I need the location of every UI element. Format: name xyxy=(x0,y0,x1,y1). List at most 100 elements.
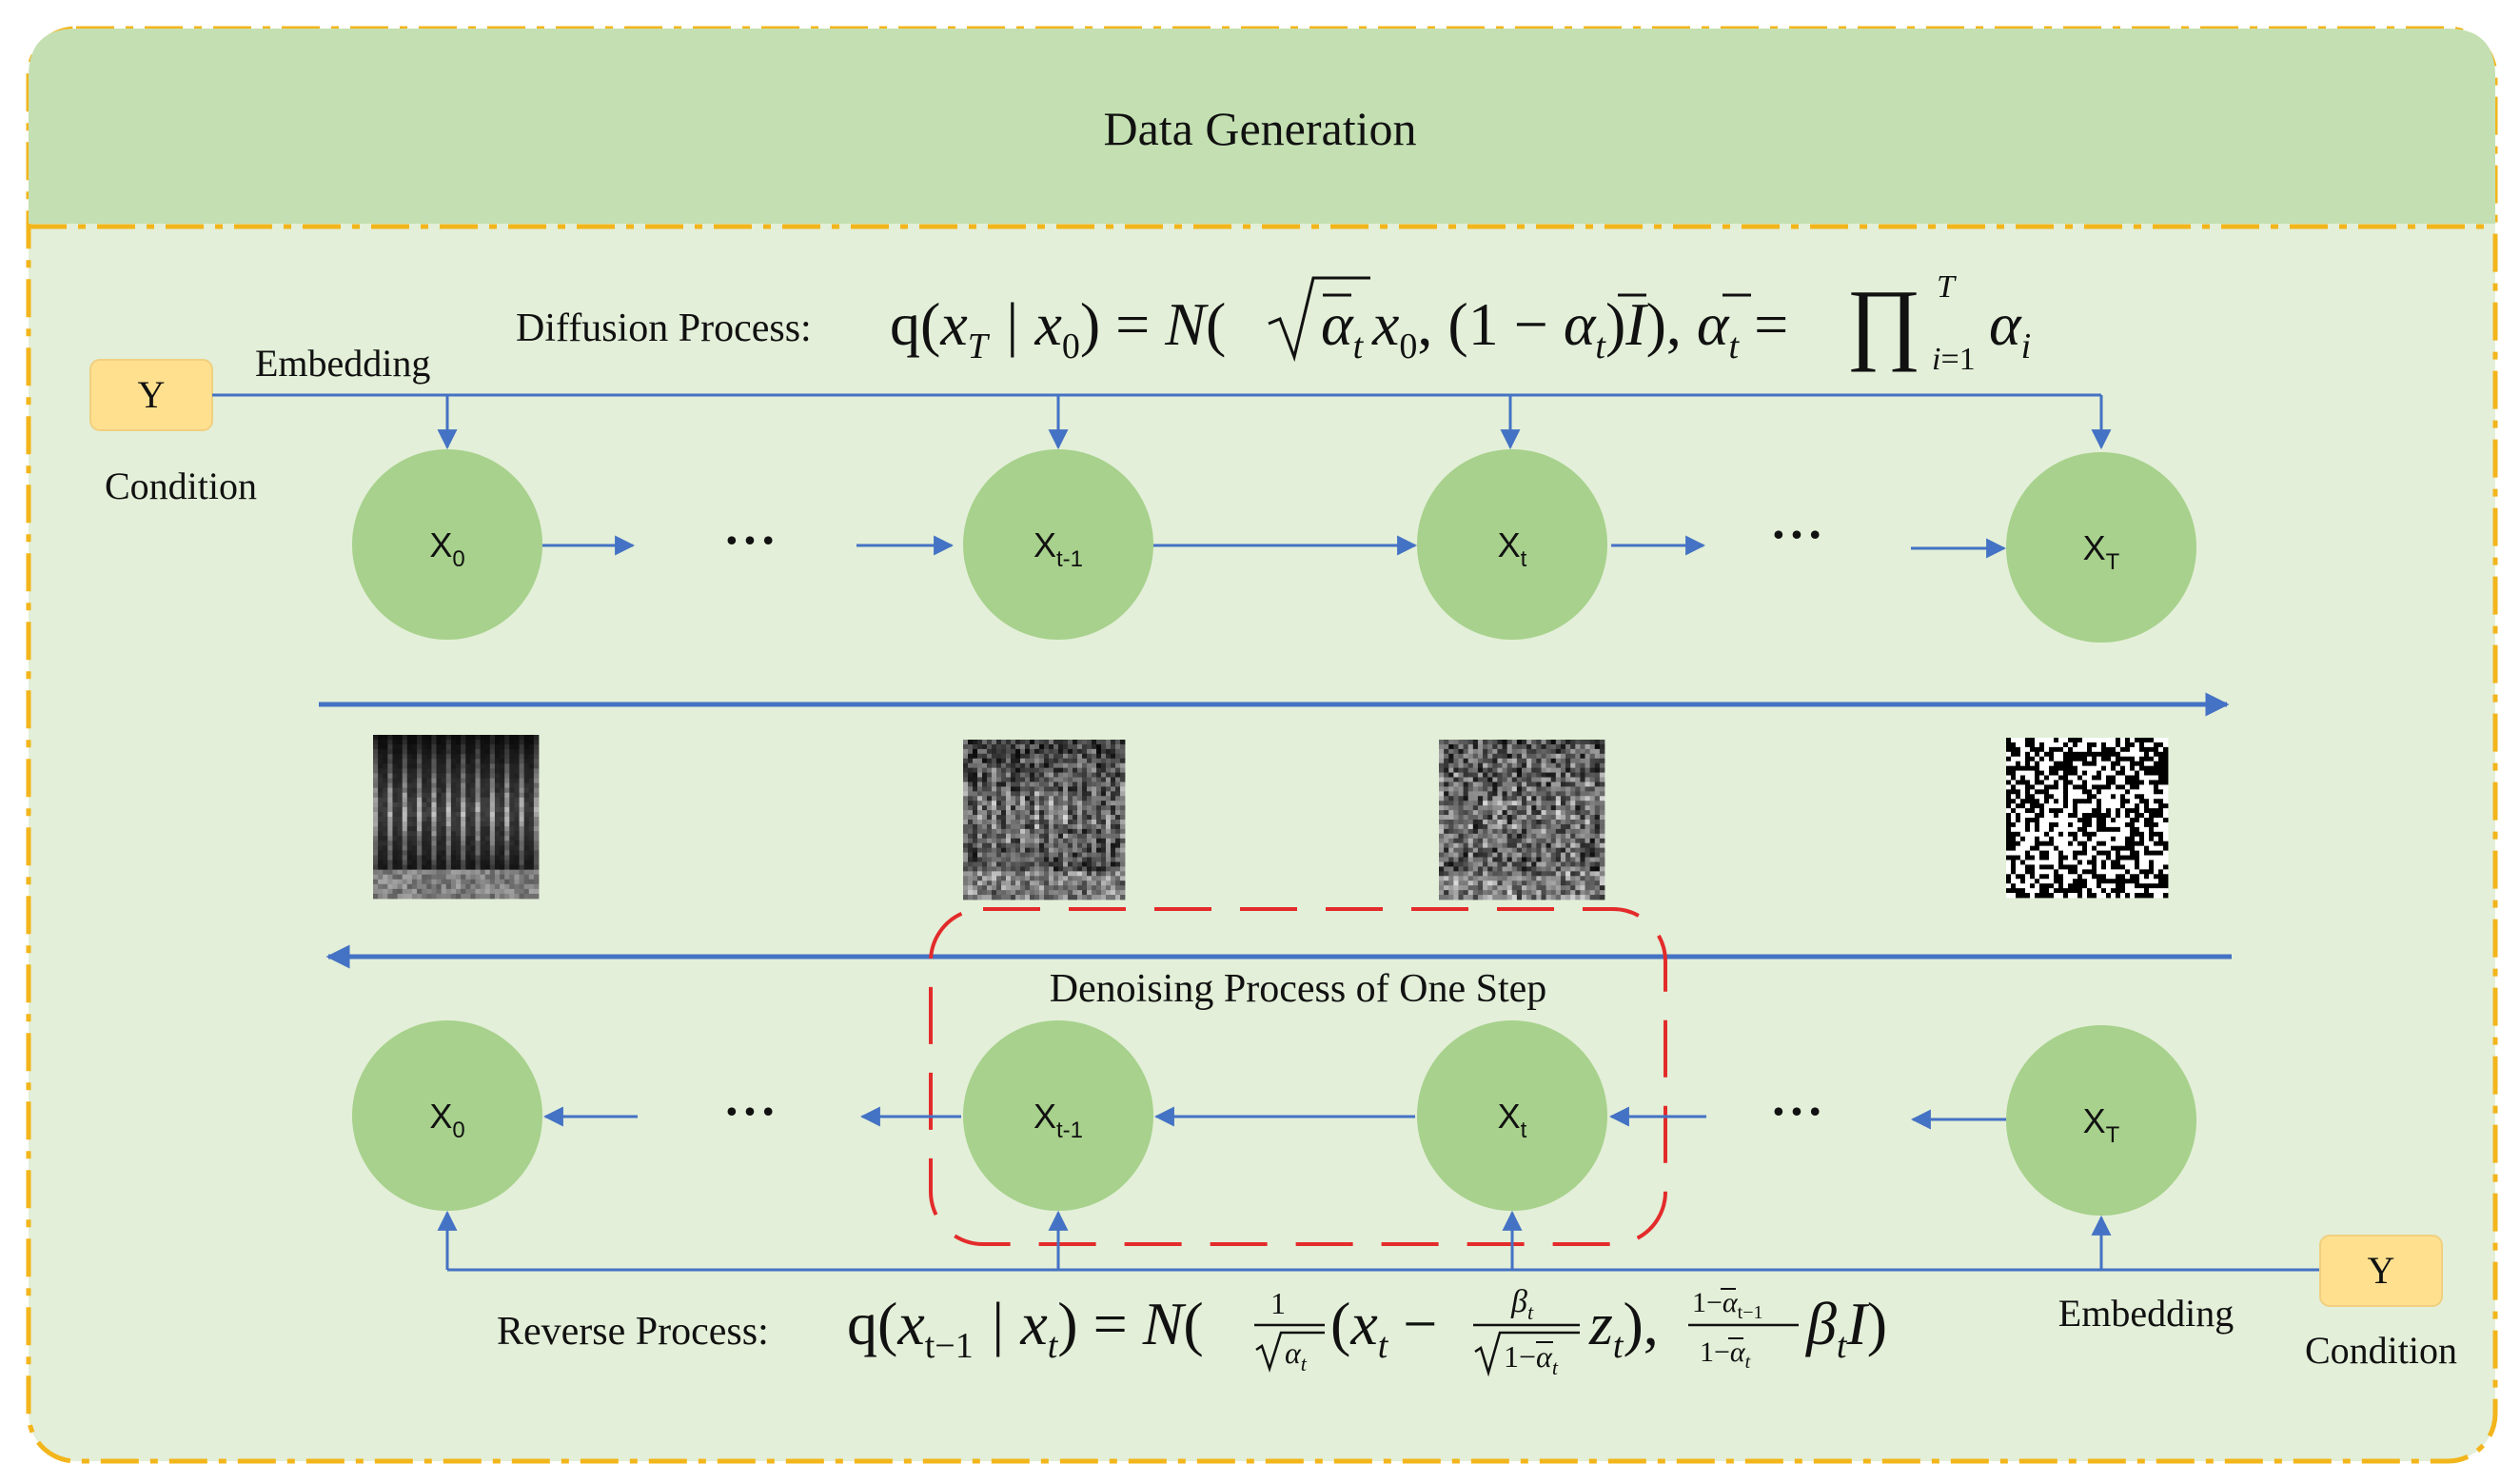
pixel xyxy=(2154,869,2159,875)
pixel xyxy=(2092,869,2097,875)
pixel xyxy=(2097,888,2102,894)
pixel xyxy=(445,826,452,832)
pixel xyxy=(422,821,427,827)
pixel xyxy=(1536,847,1542,853)
pixel xyxy=(1477,782,1484,787)
pixel xyxy=(2006,770,2012,776)
pixel xyxy=(2054,751,2059,758)
pixel xyxy=(2035,869,2040,875)
pixel xyxy=(1025,796,1031,801)
pixel xyxy=(1068,823,1073,830)
pixel xyxy=(1487,743,1493,750)
pixel xyxy=(996,777,1002,782)
pixel xyxy=(1506,876,1513,881)
pixel xyxy=(378,831,384,837)
pixel xyxy=(484,888,491,895)
pixel xyxy=(528,860,535,865)
pixel xyxy=(1483,833,1488,840)
pixel xyxy=(1594,838,1601,844)
pixel xyxy=(1463,842,1469,849)
pixel xyxy=(2016,789,2021,795)
pixel xyxy=(1541,753,1546,760)
pixel xyxy=(504,817,510,822)
pixel xyxy=(504,860,510,865)
pixel xyxy=(397,864,404,871)
pixel xyxy=(1068,777,1073,782)
pixel xyxy=(441,735,447,741)
pixel xyxy=(977,857,983,862)
pixel xyxy=(1570,857,1576,862)
pixel xyxy=(1589,810,1596,816)
pixel xyxy=(1087,895,1093,900)
pixel xyxy=(2116,789,2121,795)
pixel xyxy=(480,850,486,856)
pixel xyxy=(1570,838,1576,844)
pixel xyxy=(1120,871,1126,877)
pixel xyxy=(2158,893,2164,899)
pixel xyxy=(461,817,466,822)
pixel xyxy=(422,778,427,783)
pixel xyxy=(2092,761,2097,767)
pixel xyxy=(2106,818,2112,823)
pixel xyxy=(2030,770,2036,776)
pixel xyxy=(2025,883,2031,889)
pixel xyxy=(1565,857,1571,862)
pixel xyxy=(1101,842,1107,849)
pixel xyxy=(2087,808,2093,814)
pixel xyxy=(2054,765,2059,771)
pixel xyxy=(1463,833,1469,840)
pixel xyxy=(392,797,398,803)
pixel xyxy=(383,879,388,885)
pixel xyxy=(2158,780,2164,785)
pixel xyxy=(1492,791,1498,797)
pixel xyxy=(2035,761,2040,767)
pixel xyxy=(1565,786,1571,792)
pixel xyxy=(1006,748,1012,755)
pixel xyxy=(1082,815,1088,821)
pixel xyxy=(1531,758,1537,764)
pixel xyxy=(992,876,997,881)
pixel xyxy=(431,864,437,871)
pixel xyxy=(2073,803,2078,809)
pixel xyxy=(1555,767,1562,773)
pixel xyxy=(441,787,447,794)
pixel xyxy=(1536,810,1542,816)
pixel xyxy=(2139,746,2145,753)
pixel xyxy=(1448,885,1454,891)
pixel xyxy=(509,850,515,856)
pixel xyxy=(1082,881,1088,886)
pixel xyxy=(2049,883,2055,889)
pixel xyxy=(1453,791,1459,797)
pixel xyxy=(1111,786,1116,792)
pixel xyxy=(1011,796,1016,801)
pixel xyxy=(1531,791,1537,797)
pixel xyxy=(1439,782,1445,787)
pixel xyxy=(378,773,384,779)
pixel xyxy=(2158,831,2164,838)
pixel xyxy=(1039,805,1045,811)
pixel xyxy=(378,797,384,803)
pixel xyxy=(2044,831,2050,838)
pixel xyxy=(441,874,447,881)
pixel xyxy=(514,879,520,885)
pixel xyxy=(2054,831,2059,838)
pixel xyxy=(968,881,974,886)
pixel xyxy=(489,749,496,755)
pixel xyxy=(2158,746,2164,753)
pixel xyxy=(1487,895,1493,900)
pixel xyxy=(2054,742,2059,748)
pixel xyxy=(1439,786,1445,792)
pixel xyxy=(519,749,525,755)
pixel xyxy=(1516,782,1523,787)
pixel xyxy=(2035,845,2040,851)
pixel xyxy=(2154,803,2159,809)
pixel xyxy=(1570,810,1576,816)
pixel xyxy=(1115,885,1121,891)
pixel xyxy=(484,806,491,813)
pixel xyxy=(2063,756,2069,762)
pixel xyxy=(1453,810,1459,816)
pixel xyxy=(1565,876,1571,881)
pixel xyxy=(2082,780,2088,785)
pixel xyxy=(445,782,452,789)
pixel xyxy=(2092,746,2097,753)
